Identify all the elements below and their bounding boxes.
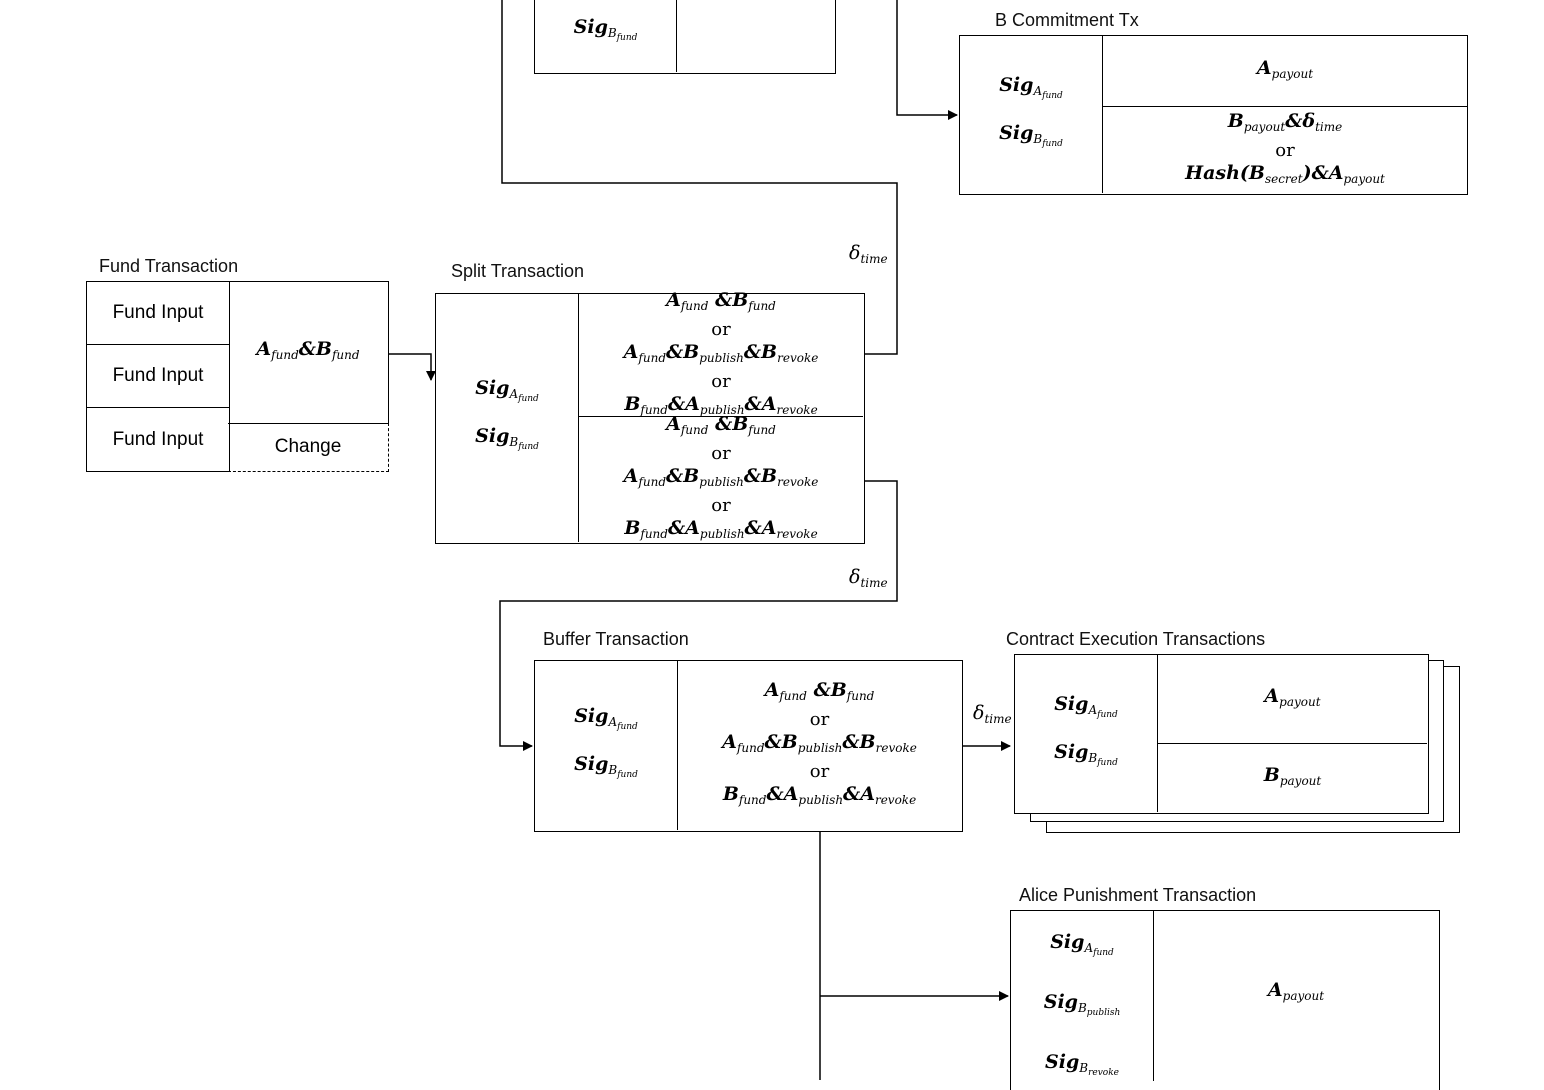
to-b-commitment-arrow bbox=[896, 0, 958, 120]
a-fund-b-publish-b-revoke: Afund&Bpublish&Brevoke bbox=[623, 465, 819, 489]
b-fund-a-publish-a-revoke: Bfund&Apublish&Arevoke bbox=[624, 392, 818, 417]
or-text: or bbox=[711, 495, 731, 516]
sig-a-fund: SigAfund bbox=[475, 377, 539, 404]
buffer-signatures: SigAfund SigBfund bbox=[535, 661, 678, 830]
joint-fund-condition: Afund &Bfund bbox=[666, 288, 776, 313]
or-text: or bbox=[711, 370, 731, 392]
contract-execution-title: Contract Execution Transactions bbox=[1006, 629, 1266, 649]
or-text: or bbox=[711, 443, 731, 464]
a-payout: Apayout bbox=[1256, 56, 1314, 81]
a-payout: Apayout bbox=[1267, 978, 1325, 1003]
b-fund-a-publish-a-revoke: Bfund&Apublish&Arevoke bbox=[722, 783, 917, 807]
or-text: or bbox=[809, 709, 830, 730]
buffer-output: Afund &Bfund or Afund&Bpublish&Brevoke o… bbox=[678, 661, 961, 830]
split-output-1: Afund &Bfund or Afund&Bpublish&Brevoke o… bbox=[579, 289, 863, 417]
buffer-to-punishment-arrow bbox=[819, 832, 1008, 1080]
b-payout: Bpayout bbox=[1263, 763, 1322, 788]
delta-time-buffer: δtime bbox=[849, 566, 888, 590]
execution-output-a: Apayout bbox=[1158, 655, 1427, 744]
punishment-signatures: SigAfund SigBpublish SigBrevoke bbox=[1011, 911, 1154, 1081]
split-transaction-title: Split Transaction bbox=[451, 261, 585, 281]
split-signatures: SigAfund SigBfund bbox=[436, 294, 579, 542]
fund-input-1: Fund Input bbox=[86, 281, 230, 345]
split-output-2: Afund &Bfund or Afund&Bpublish&Brevoke o… bbox=[579, 413, 863, 542]
sig-a-fund: SigAfund bbox=[1054, 692, 1118, 720]
b-commitment-output-b: Bpayout&δtime or Hash(Bsecret)&Apayout bbox=[1103, 107, 1467, 193]
b-commitment-tx-title: B Commitment Tx bbox=[995, 10, 1139, 30]
a-fund-b-publish-b-revoke: Afund&Bpublish&Brevoke bbox=[722, 731, 917, 755]
contract-execution-box: SigAfund SigBfund Apayout Bpayout bbox=[1014, 654, 1429, 814]
execution-output-b: Bpayout bbox=[1158, 744, 1427, 812]
sig-b-fund: SigBfund bbox=[1054, 740, 1118, 768]
or-text: or bbox=[809, 761, 830, 782]
sig-b-fund: SigBfund bbox=[475, 425, 539, 452]
fund-change: Change bbox=[228, 423, 389, 472]
joint-fund-condition: Afund &Bfund bbox=[666, 413, 776, 437]
alice-punishment-title: Alice Punishment Transaction bbox=[1019, 885, 1257, 905]
joint-fund-condition: Afund &Bfund bbox=[764, 679, 875, 703]
b-commitment-tx-box: SigAfund SigBfund Apayout Bpayout&δtime … bbox=[959, 35, 1468, 195]
split-transaction-box: SigAfund SigBfund Afund &Bfund or Afund&… bbox=[435, 289, 865, 544]
alice-punishment-box: SigAfund SigBpublish SigBrevoke Apayout bbox=[1010, 910, 1440, 1090]
a-payout: Apayout bbox=[1264, 684, 1321, 709]
split-to-b-commitment-line bbox=[501, 0, 898, 355]
fund-input-3: Fund Input bbox=[86, 407, 230, 472]
punishment-output: Apayout bbox=[1154, 911, 1438, 1081]
fund-transaction-title: Fund Transaction bbox=[99, 256, 239, 276]
fund-to-split-arrow bbox=[389, 353, 436, 381]
sig-a-fund: SigAfund bbox=[999, 73, 1063, 101]
sig-a-fund: SigAfund bbox=[574, 704, 638, 732]
b-commitment-signatures: SigAfund SigBfund bbox=[960, 36, 1103, 193]
execution-signatures: SigAfund SigBfund bbox=[1015, 655, 1158, 812]
top-partial-transaction: SigBfund bbox=[534, 0, 836, 74]
delta-time-execution: δtime bbox=[973, 702, 1012, 726]
or-text: or bbox=[711, 318, 731, 340]
a-fund-b-fund: Afund&Bfund bbox=[256, 338, 360, 362]
fund-transaction-box: Fund Input Fund Input Fund Input Afund&B… bbox=[86, 281, 389, 473]
b-payout-delta-time: Bpayout&δtime bbox=[1227, 109, 1343, 134]
buffer-transaction-box: SigAfund SigBfund Afund &Bfund or Afund&… bbox=[534, 660, 963, 832]
or-text: or bbox=[1275, 139, 1295, 161]
sig-b-revoke: SigBrevoke bbox=[1045, 1051, 1119, 1078]
sig-b-fund: SigBfund bbox=[999, 121, 1063, 149]
buffer-transaction-title: Buffer Transaction bbox=[543, 629, 689, 649]
hash-b-secret-a-payout: Hash(Bsecret)&Apayout bbox=[1185, 161, 1385, 186]
b-fund-a-publish-a-revoke: Bfund&Apublish&Arevoke bbox=[624, 517, 818, 541]
delta-time-commitment: δtime bbox=[849, 242, 888, 266]
a-fund-b-publish-b-revoke: Afund&Bpublish&Brevoke bbox=[623, 340, 819, 365]
b-commitment-output-a: Apayout bbox=[1103, 36, 1467, 107]
sig-b-publish: SigBpublish bbox=[1043, 991, 1121, 1018]
sig-a-fund: SigAfund bbox=[1050, 931, 1114, 958]
sig-b-fund: SigBfund bbox=[573, 16, 638, 43]
fund-input-2: Fund Input bbox=[86, 344, 230, 408]
fund-output: Afund&Bfund bbox=[228, 281, 389, 424]
sig-b-fund: SigBfund bbox=[574, 752, 638, 780]
split-to-buffer-arrow bbox=[499, 480, 898, 751]
